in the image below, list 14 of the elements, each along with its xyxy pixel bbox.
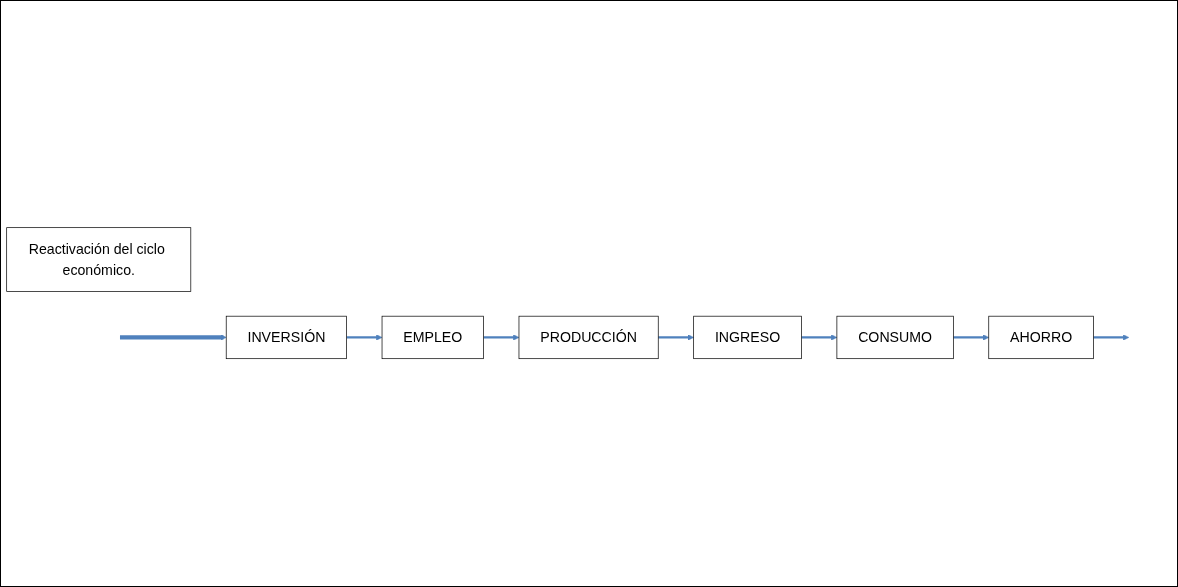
- arrow: [801, 334, 838, 341]
- arrow: [953, 334, 990, 341]
- arrow: [1093, 334, 1130, 341]
- node-box: AHORRO: [988, 316, 1094, 360]
- node-box: INVERSIÓN: [225, 316, 347, 360]
- arrow: [120, 334, 227, 341]
- node-box: EMPLEO: [381, 316, 484, 360]
- node-box: INGRESO: [693, 316, 802, 360]
- arrow: [346, 334, 383, 341]
- arrow: [483, 334, 520, 341]
- node-box: CONSUMO: [836, 316, 954, 360]
- node-box: Reactivación del ciclo económico.: [6, 227, 192, 293]
- node-box: PRODUCCIÓN: [518, 316, 659, 360]
- arrow: [658, 334, 694, 341]
